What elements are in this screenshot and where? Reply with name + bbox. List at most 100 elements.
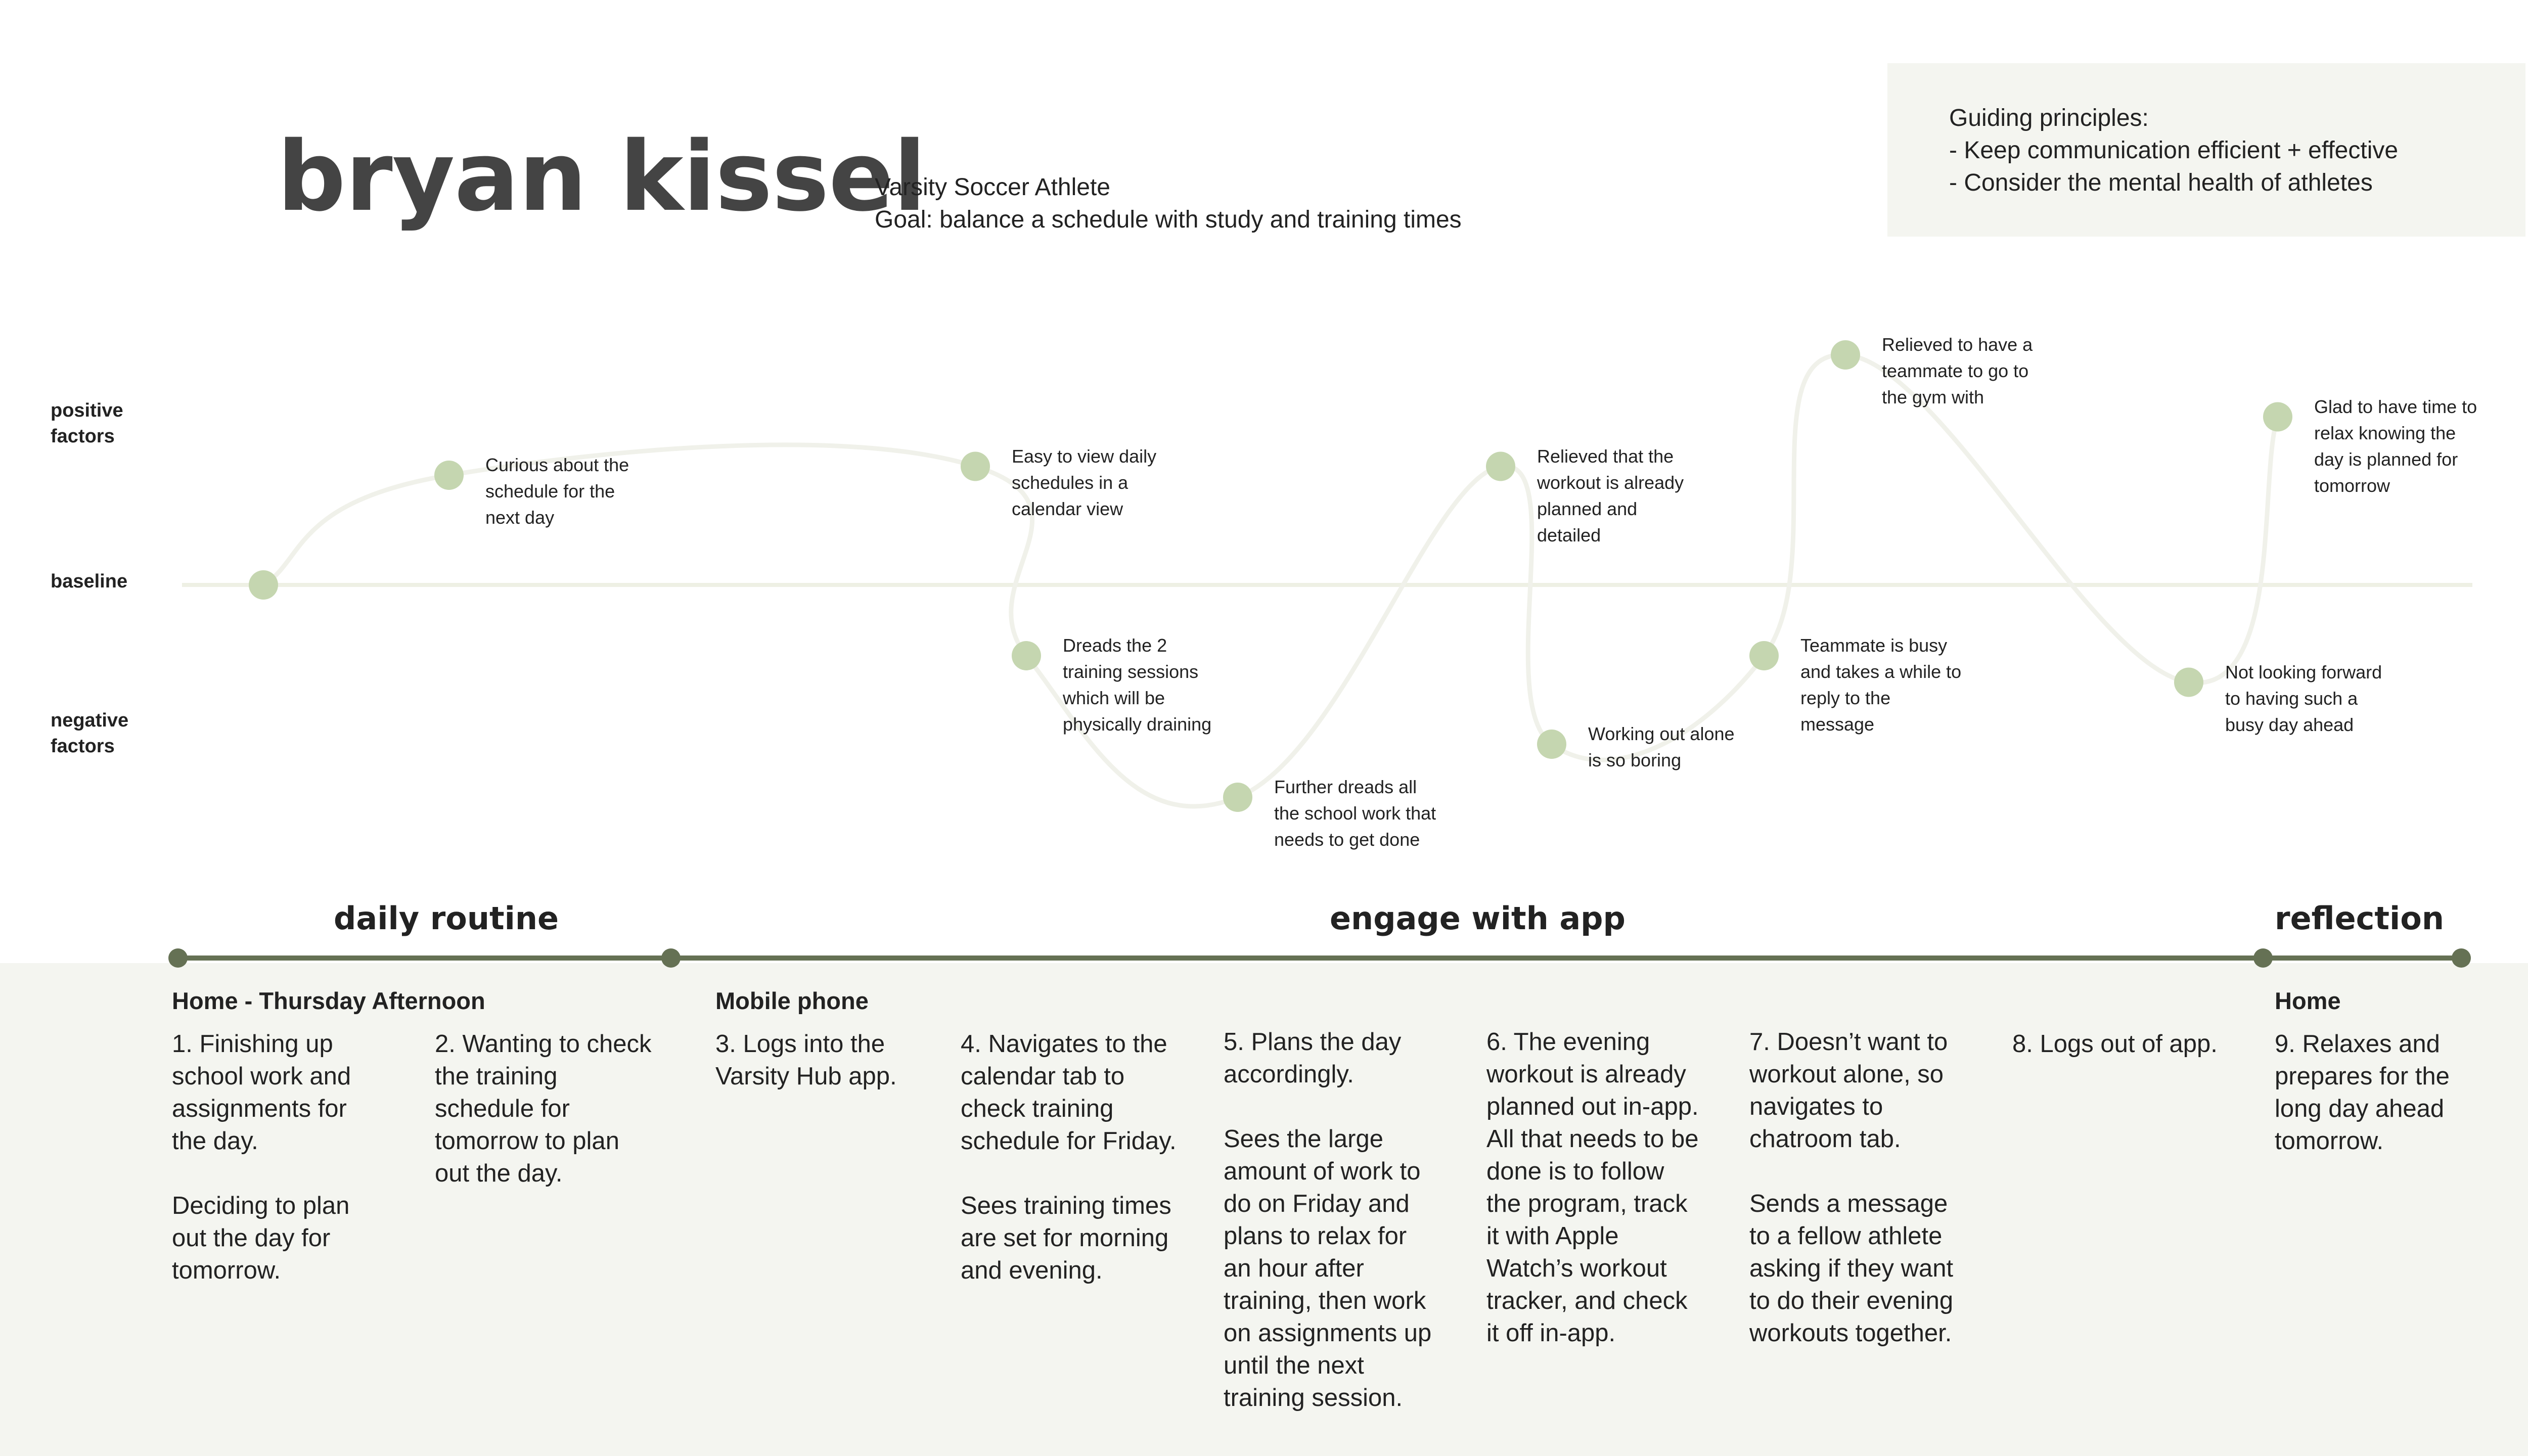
emotion-point [2263,402,2292,432]
guiding-principles-box: Guiding principles: - Keep communication… [1887,63,2525,237]
step-text-line: prepares for the [2275,1063,2450,1090]
persona-goal: Goal: balance a schedule with study and … [875,206,1462,233]
step-text-line: calendar tab to [961,1063,1125,1090]
emotion-note-line: Working out alone [1588,723,1735,744]
emotion-note-line: Curious about the [485,454,629,475]
step-text-line: 3. Logs into the [715,1030,885,1058]
axis-label-line: factors [51,426,115,447]
emotion-note-line: calendar view [1012,498,1123,519]
emotion-note-line: workout is already [1537,472,1684,493]
step-text-line: it with Apple [1486,1222,1619,1250]
emotion-note-line: Relieved to have a [1882,334,2033,355]
step-text-line: 1. Finishing up [172,1030,333,1058]
phase-title-engage-with-app: engage with app [1330,900,1626,937]
emotion-note-line: Dreads the 2 [1063,635,1167,656]
emotion-point [2174,667,2203,697]
emotion-note-line: reply to the [1800,688,1891,708]
step-text-line: the day. [172,1127,258,1155]
step-text-line: 6. The evening [1486,1028,1650,1056]
step-text-line: and evening. [961,1257,1103,1284]
emotion-point [1831,340,1860,370]
emotion-note-line: busy day ahead [2225,714,2354,735]
step-text-line: Sees training times [961,1192,1171,1219]
step-text-line: chatroom tab. [1749,1125,1901,1153]
phase-title-daily-routine: daily routine [334,900,559,937]
step-text-line: workouts together. [1749,1320,1952,1347]
step-text-line: accordingly. [1224,1061,1354,1088]
step-text-line: 9. Relaxes and [2275,1030,2440,1058]
step-text-line: plans to relax for [1224,1222,1407,1250]
steps-panel [0,963,2528,1456]
context-home-thursday: Home - Thursday Afternoon [172,987,485,1014]
step-text-line: training, then work [1224,1287,1426,1314]
emotion-note-line: is so boring [1588,750,1682,770]
emotion-note-line: tomorrow [2314,475,2390,496]
step-text-line: on assignments up [1224,1320,1432,1347]
emotion-note-line: teammate to go to [1882,360,2029,381]
emotion-note: Working out alone is so boring [1588,721,1735,774]
persona-role: Varsity Soccer Athlete [875,174,1110,201]
step-8: 8. Logs out of app. [2012,1028,2218,1060]
step-text-line: school work and [172,1063,351,1090]
step-text-line: long day ahead [2275,1095,2445,1122]
axis-label-negative: negative factors [51,708,182,760]
step-text-line: Watch’s workout [1486,1255,1667,1282]
step-text-line: planned out in-app. [1486,1093,1699,1120]
step-6: 6. The evening workout is already planned … [1486,1026,1699,1349]
axis-label-line: negative [51,710,129,731]
step-text-line: All that needs to be [1486,1125,1699,1153]
persona-name: bryan kissel [277,121,926,233]
principles-heading: Guiding principles: [1949,105,2149,131]
step-text-line: 5. Plans the day [1224,1028,1402,1056]
emotion-note-line: next day [485,507,555,528]
emotion-point [1537,730,1566,759]
step-text-line [1224,1090,1431,1123]
step-text-line: do on Friday and [1224,1190,1410,1217]
step-text-line: 2. Wanting to check [435,1030,652,1058]
emotion-note-line: needs to get done [1274,829,1420,850]
emotion-note-line: message [1800,714,1875,735]
step-text-line [172,1157,351,1190]
emotion-note-line: detailed [1537,524,1601,545]
emotion-note-line: schedules in a [1012,472,1128,493]
emotion-journey-chart [182,340,2472,812]
step-text-line: navigates to [1749,1093,1883,1120]
step-text-line: 4. Navigates to the [961,1030,1167,1058]
step-text-line: to a fellow athlete [1749,1222,1943,1250]
step-text-line: Varsity Hub app. [715,1063,897,1090]
emotion-note-line: Teammate is busy [1800,635,1948,656]
emotion-note-line: Glad to have time to [2314,396,2477,417]
step-text-line: training session. [1224,1384,1403,1412]
step-text-line: assignments for [172,1095,347,1122]
step-text-line: workout alone, so [1749,1061,1944,1088]
step-text-line [961,1157,1177,1190]
axis-label-positive: positive factors [51,398,182,450]
emotion-point [249,570,278,600]
step-9: 9. Relaxes and prepares for the long day a… [2275,1028,2450,1157]
step-text-line: 8. Logs out of app. [2012,1030,2218,1058]
step-text-line: asking if they want [1749,1255,1954,1282]
context-home: Home [2275,987,2341,1014]
step-text-line: workout is already [1486,1061,1686,1088]
emotion-point [434,461,464,490]
emotion-point [1012,641,1041,670]
step-text-line: amount of work to [1224,1158,1421,1185]
step-text-line: to do their evening [1749,1287,1954,1314]
step-text-line: the program, track [1486,1190,1688,1217]
emotion-note-line: Not looking forward [2225,661,2382,682]
step-1: 1. Finishing up school work and assignment… [172,1028,351,1287]
axis-label-baseline: baseline [51,571,128,592]
step-text-line: an hour after [1224,1255,1364,1282]
emotion-points [249,340,2292,812]
